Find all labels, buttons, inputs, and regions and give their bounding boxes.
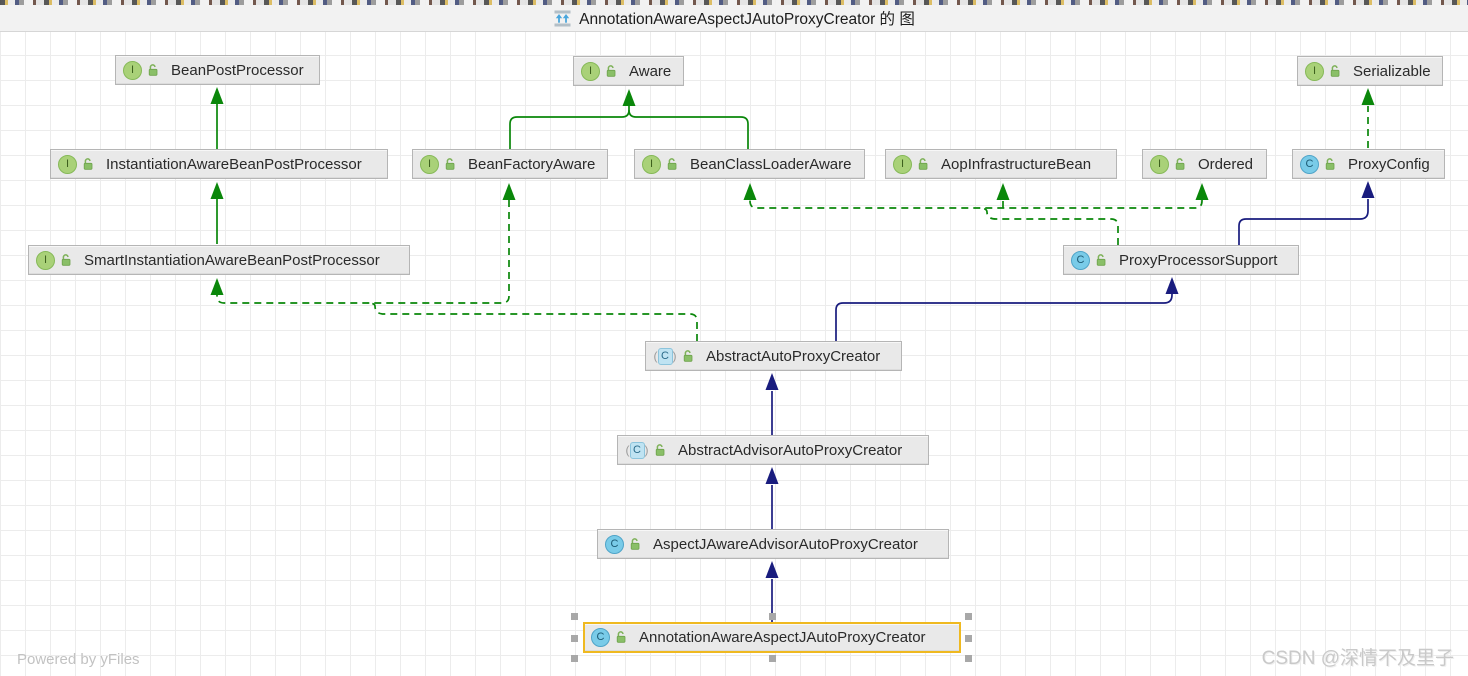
class-node-SmartInstantiationAwareBeanPostProcessor[interactable]: I SmartInstantiationAwareBeanPostProcesso… — [28, 245, 410, 275]
diagram-title-bar: AnnotationAwareAspectJAutoProxyCreator 的… — [0, 5, 1468, 32]
edges-extends-class — [771, 199, 1369, 622]
class-node-InstantiationAwareBeanPostProcessor[interactable]: I InstantiationAwareBeanPostProcessor — [50, 149, 388, 179]
class-node-label: ProxyConfig — [1348, 155, 1430, 173]
diagram-title: AnnotationAwareAspectJAutoProxyCreator 的… — [579, 11, 915, 28]
public-lock-icon — [1324, 157, 1336, 171]
selection-handle[interactable] — [571, 634, 578, 642]
class-node-label: InstantiationAwareBeanPostProcessor — [106, 155, 362, 173]
class-node-label: AopInfrastructureBean — [941, 155, 1092, 173]
public-lock-icon — [654, 443, 666, 457]
class-node-BeanFactoryAware[interactable]: I BeanFactoryAware — [412, 149, 608, 179]
public-lock-icon — [1174, 157, 1186, 171]
public-lock-icon — [82, 157, 94, 171]
selection-handle[interactable] — [965, 613, 972, 620]
edges-extends-interface — [216, 104, 749, 244]
edges-implements — [216, 106, 1369, 341]
class-node-BeanPostProcessor[interactable]: I BeanPostProcessor — [115, 55, 320, 85]
selection-handle[interactable] — [769, 655, 776, 662]
interface-icon: I — [1150, 154, 1169, 174]
class-node-label: BeanClassLoaderAware — [690, 155, 852, 173]
class-node-ProxyConfig[interactable]: C ProxyConfig — [1292, 149, 1445, 179]
class-node-ProxyProcessorSupport[interactable]: C ProxyProcessorSupport — [1063, 245, 1299, 275]
arrowheads-extends-class — [765, 181, 1375, 578]
interface-icon: I — [642, 154, 661, 174]
class-node-label: Ordered — [1198, 155, 1254, 173]
abstract-class-icon: (C) — [653, 347, 677, 365]
arrowheads-implements — [210, 88, 1375, 295]
class-node-AnnotationAwareAspectJAutoProxyCreator[interactable]: C AnnotationAwareAspectJAutoProxyCreator — [583, 622, 961, 653]
class-node-Aware[interactable]: I Aware — [573, 56, 684, 86]
edge-abstractautoproxy-extends-proxyprocessorsupport — [835, 294, 1173, 341]
fit-diagram-icon — [554, 10, 571, 26]
selection-handle[interactable] — [571, 655, 578, 662]
selection-handle[interactable] — [965, 634, 972, 642]
class-node-label: AnnotationAwareAspectJAutoProxyCreator — [639, 629, 926, 646]
public-lock-icon — [1095, 253, 1107, 267]
class-icon: C — [1071, 250, 1090, 270]
class-node-Ordered[interactable]: I Ordered — [1142, 149, 1267, 179]
class-node-BeanClassLoaderAware[interactable]: I BeanClassLoaderAware — [634, 149, 865, 179]
interface-icon: I — [1305, 61, 1324, 81]
class-icon: C — [1300, 154, 1319, 174]
class-node-label: ProxyProcessorSupport — [1119, 251, 1278, 269]
class-node-label: AbstractAdvisorAutoProxyCreator — [678, 441, 903, 459]
public-lock-icon — [682, 349, 694, 363]
selection-handle[interactable] — [965, 655, 972, 662]
edge-beanclassloaderaware-extends-aware — [628, 109, 749, 149]
cropped-toolbar-strip — [0, 0, 1468, 5]
abstract-class-icon: (C) — [625, 441, 649, 459]
class-node-AbstractAdvisorAutoProxyCreator[interactable]: (C) AbstractAdvisorAutoProxyCreator — [617, 435, 929, 465]
csdn-watermark: CSDN @深情不及里子 — [1261, 648, 1454, 669]
edge-beanfactoryaware-extends-aware — [509, 106, 630, 149]
class-node-label: Aware — [629, 62, 672, 80]
public-lock-icon — [615, 631, 627, 644]
public-lock-icon — [444, 157, 456, 171]
public-lock-icon — [147, 63, 159, 77]
public-lock-icon — [629, 537, 641, 551]
selection-handle[interactable] — [769, 613, 776, 620]
edge-proxyprocessorsupport-extends-proxyconfig — [1238, 199, 1369, 245]
interface-icon: I — [58, 154, 77, 174]
public-lock-icon — [605, 64, 617, 78]
class-node-label: SmartInstantiationAwareBeanPostProcessor — [84, 251, 380, 269]
class-node-label: BeanFactoryAware — [468, 155, 596, 173]
public-lock-icon — [1329, 64, 1341, 78]
interface-icon: I — [123, 60, 142, 80]
class-node-AbstractAutoProxyCreator[interactable]: (C) AbstractAutoProxyCreator — [645, 341, 902, 371]
public-lock-icon — [60, 253, 72, 267]
public-lock-icon — [666, 157, 678, 171]
interface-icon: I — [581, 61, 600, 81]
class-icon: C — [591, 628, 610, 647]
class-node-label: BeanPostProcessor — [171, 61, 304, 79]
interface-icon: I — [420, 154, 439, 174]
interface-icon: I — [36, 250, 55, 270]
arrowheads-extends-interface — [210, 87, 636, 199]
class-node-label: Serializable — [1353, 62, 1431, 80]
public-lock-icon — [917, 157, 929, 171]
edge-proxyprocessorsupport-implements-feeder — [978, 207, 1119, 245]
selection-handle[interactable] — [571, 613, 578, 620]
class-node-Serializable[interactable]: I Serializable — [1297, 56, 1443, 86]
class-icon: C — [605, 534, 624, 554]
class-node-AopInfrastructureBean[interactable]: I AopInfrastructureBean — [885, 149, 1117, 179]
edge-implements-bus-right — [749, 199, 1203, 209]
class-node-label: AbstractAutoProxyCreator — [706, 347, 881, 365]
edge-implements-bus-left — [216, 200, 510, 304]
class-node-AspectJAwareAdvisorAutoProxyCreator[interactable]: C AspectJAwareAdvisorAutoProxyCreator — [597, 529, 949, 559]
interface-icon: I — [893, 154, 912, 174]
class-node-label: AspectJAwareAdvisorAutoProxyCreator — [653, 535, 918, 553]
yfiles-watermark: Powered by yFiles — [17, 651, 140, 668]
edge-abstractautoproxycreator-implements-feeder — [366, 302, 698, 341]
